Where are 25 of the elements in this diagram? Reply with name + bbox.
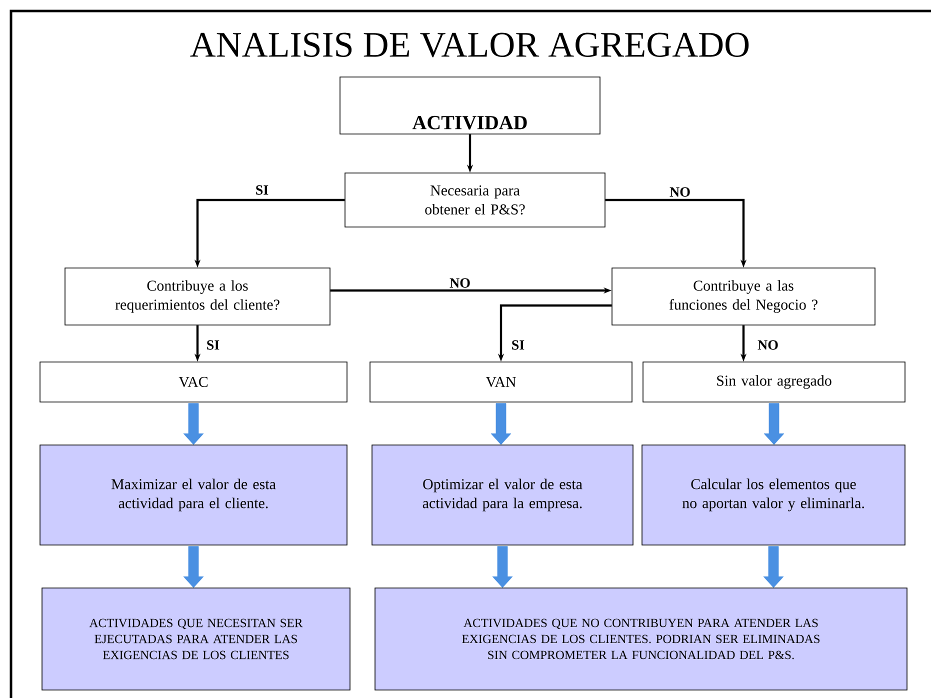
process-box: ACTIVIDAD (340, 76, 600, 134)
block-arrow (490, 403, 512, 445)
edge-label: SI (207, 340, 220, 350)
decision-box: Contribuye a los requerimientos del cliente? (64, 268, 330, 326)
edge-label: SI (512, 340, 524, 350)
process-box: VAN (370, 362, 632, 402)
result-box: Maximizar el valor de esta actividad para el cliente. (40, 444, 348, 546)
decision-box: Necesaria para obtener el P&S? (344, 172, 606, 228)
decision-box: Contribuye a las funciones del Negocio ? (612, 268, 876, 326)
result-box: ACTIVIDADES QUE NO CONTRIBUYEN PARA ATENDER LAS EXIGENCIAS DE LOS CLIENTES. PODRIAN SER ELIMINADAS SIN COMPROMETER LA FUNCIONALIDAD DEL P&S. (374, 588, 908, 690)
block-arrow (183, 546, 204, 588)
process-box: Sin valor agregado (642, 362, 906, 402)
block-arrow (492, 546, 513, 588)
edge-label: NO (670, 187, 690, 197)
edge-label: SI (256, 185, 268, 195)
process-box: VAC (40, 362, 348, 402)
block-arrow (183, 403, 204, 445)
edge-label: NO (758, 340, 778, 350)
result-box: Calcular los elementos que no aportan valor y eliminarla. (642, 444, 906, 546)
title: ANALISIS DE VALOR AGREGADO (190, 32, 749, 58)
result-box: ACTIVIDADES QUE NECESITAN SER EJECUTADAS PARA ATENDER LAS EXIGENCIAS DE LOS CLIENTES (42, 588, 350, 690)
result-box: Optimizar el valor de esta actividad para la empresa. (372, 444, 634, 546)
block-arrow (763, 546, 784, 588)
block-arrow (764, 403, 784, 445)
edge-label: NO (450, 278, 470, 288)
